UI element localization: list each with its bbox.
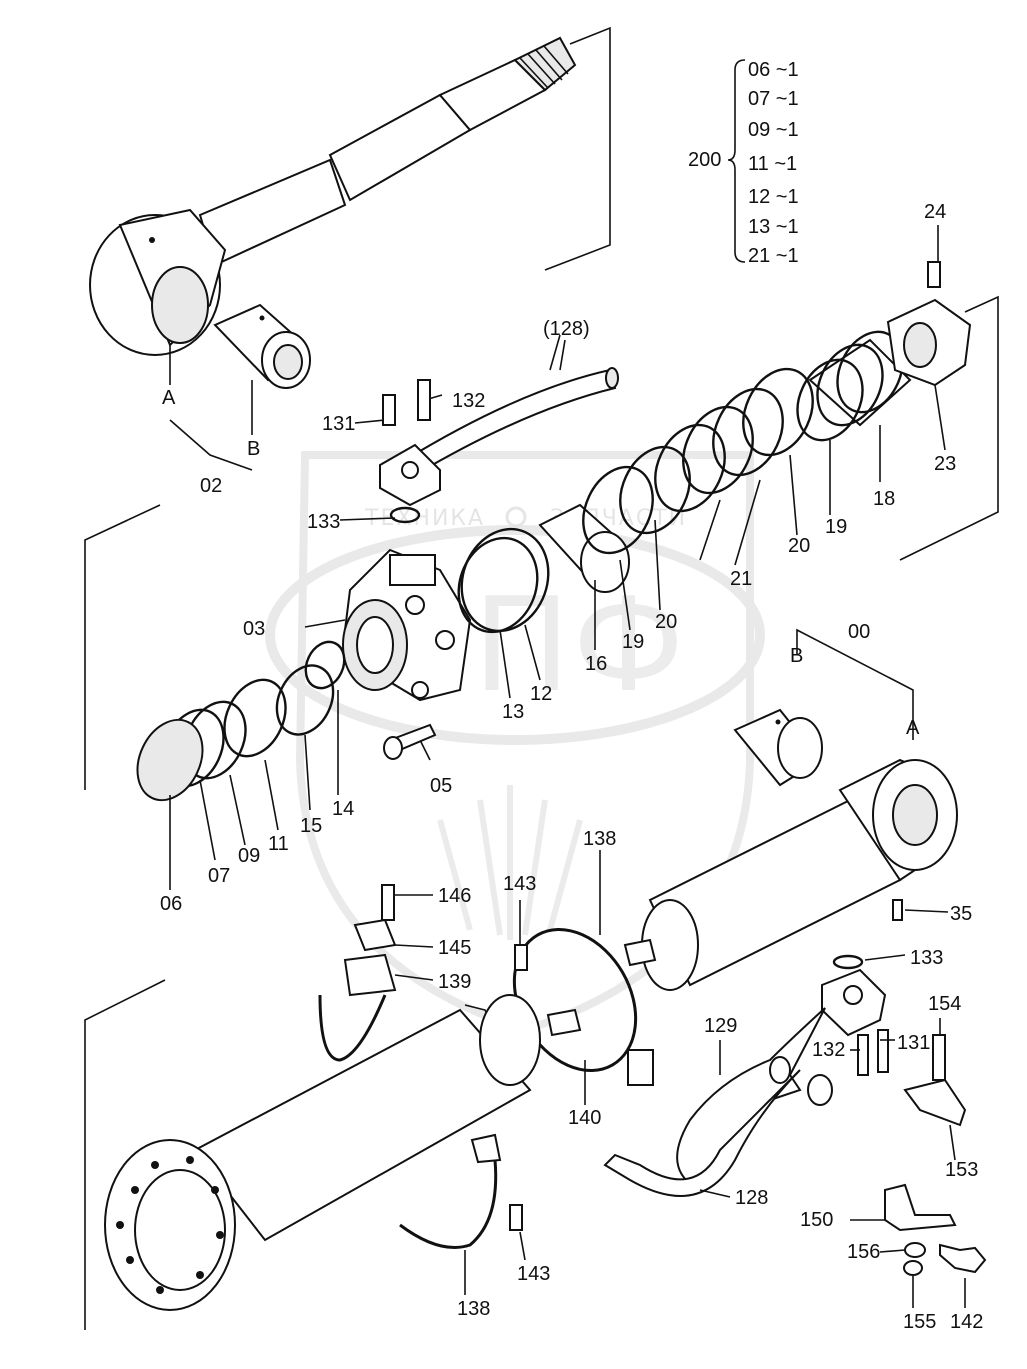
callout-label: 06 [160, 893, 182, 915]
callout-label: A [162, 387, 176, 409]
callout-label: 11 [268, 833, 289, 855]
callout-label: 35 [950, 903, 972, 925]
callout-label: 128 [735, 1187, 768, 1209]
callout-label: 145 [438, 937, 471, 959]
callout-label: 131 [322, 413, 355, 435]
piston-rod-assembly [89, 36, 577, 389]
callout-label: 143 [517, 1263, 550, 1285]
callout-label: 133 [910, 947, 943, 969]
cylinder-head [342, 548, 472, 760]
callout-label: 156 [847, 1241, 880, 1263]
callout-label: 146 [438, 885, 471, 907]
callout-label: 154 [928, 993, 961, 1015]
callout-label: 19 [622, 631, 644, 653]
callout-label: 18 [873, 488, 895, 510]
callout-label: 07 [208, 865, 230, 887]
wheat-icon [437, 785, 583, 940]
leader-lines-misc [169, 225, 966, 1308]
callout-label: 20 [788, 535, 810, 557]
callout-label: 150 [800, 1209, 833, 1231]
callout-label: 21 [730, 568, 752, 590]
kit-item: 13 ~1 [748, 216, 799, 238]
leader-lines-top [169, 334, 561, 761]
callout-label: 131 [897, 1032, 930, 1054]
callout-label: 03 [243, 618, 265, 640]
kit-item: 07 ~1 [748, 88, 799, 110]
callout-label: 00 [848, 621, 870, 643]
callout-label: 16 [585, 653, 607, 675]
callout-label: 140 [568, 1107, 601, 1129]
kit-bracket [727, 59, 746, 263]
callout-label: 20 [655, 611, 677, 633]
callout-label: 14 [332, 798, 354, 820]
callout-label: 24 [924, 201, 946, 223]
callout-label: 15 [300, 815, 322, 837]
callout-label: 129 [704, 1015, 737, 1037]
callout-label: 19 [825, 516, 847, 538]
kit-item: 09 ~1 [748, 119, 799, 141]
callout-label: A [906, 717, 920, 739]
callout-label: 132 [452, 390, 485, 412]
rod-tube-bottom [104, 994, 541, 1311]
callout-label: 09 [238, 845, 260, 867]
callout-label: 05 [430, 775, 452, 797]
callout-labels: (128) 131 132 133 A B 02 24 23 18 19 20 … [160, 201, 983, 1333]
callout-label: B [790, 645, 803, 667]
pipe-flange-right [603, 968, 987, 1276]
callout-label: 139 [438, 971, 471, 993]
gear-icon [505, 506, 527, 528]
callout-label: 23 [934, 453, 956, 475]
callout-label: 12 [530, 683, 552, 705]
piston-rings-right [582, 261, 972, 555]
kit-item: 12 ~1 [748, 186, 799, 208]
callout-label: 155 [903, 1311, 936, 1333]
callout-label: 13 [502, 701, 524, 723]
callout-label: 02 [200, 475, 222, 497]
pipe-flange-top [379, 367, 619, 524]
kit-item-list: 06 ~1 07 ~1 09 ~1 11 ~1 12 ~1 13 ~1 21 ~… [748, 59, 799, 267]
callout-label: 133 [307, 511, 340, 533]
callout-label: 138 [457, 1298, 490, 1320]
kit-label: 200 [688, 149, 721, 171]
callout-label: (128) [543, 318, 590, 340]
callout-label: 132 [812, 1039, 845, 1061]
kit-item: 21 ~1 [748, 245, 799, 267]
clamp-brackets [318, 884, 657, 1249]
callout-label: 153 [945, 1159, 978, 1181]
callout-label: B [247, 438, 260, 460]
kit-item: 11 ~1 [748, 153, 797, 175]
kit-item: 06 ~1 [748, 59, 799, 81]
callout-label: 138 [583, 828, 616, 850]
callout-label: 142 [950, 1311, 983, 1333]
cylinder-tube-right [641, 708, 958, 991]
callout-label: 143 [503, 873, 536, 895]
